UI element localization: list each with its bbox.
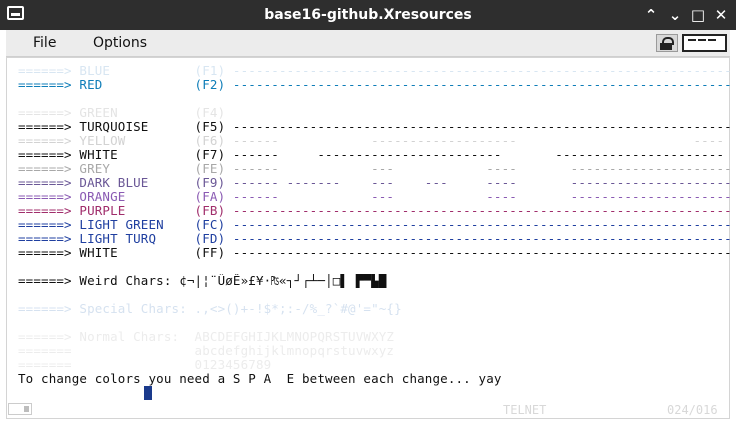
terminal-line: ======> RED (F2) -----------------------…: [18, 78, 733, 92]
terminal-line: [18, 92, 733, 106]
terminal-line: ======> Weird Chars: ¢¬|¦¨ÛøÊ»£¥·₧«┐┘┌┴─…: [18, 274, 387, 288]
terminal-line: [18, 316, 733, 330]
menu-file[interactable]: File: [33, 35, 57, 51]
terminal-cursor: [144, 386, 152, 400]
terminal-line: ======= 0123456789: [18, 358, 272, 372]
terminal-app-icon: [7, 6, 24, 20]
title-bar: base16-github.Xresources ⌃ ⌄ □ ✕: [0, 0, 736, 30]
window-title: base16-github.Xresources: [264, 7, 472, 23]
terminal-line: ======> TURQUOISE (F5) -----------------…: [18, 120, 733, 134]
terminal-line: ======> GREY (FE) ------ --- ---- ------…: [18, 162, 733, 176]
terminal-line: ======> WHITE (F7) ------ --------------…: [18, 148, 725, 162]
terminal-line: ======> DARK BLUE (F9) ------ ------- --…: [18, 176, 733, 190]
status-indicator-icon: [8, 403, 32, 415]
terminal-line: ======= abcdefghijklmnopqrstuvwxyz: [18, 344, 395, 358]
terminal-line: [18, 260, 733, 274]
terminal-line: ======> WHITE (FF) ---------------------…: [18, 246, 733, 260]
menu-options[interactable]: Options: [93, 35, 148, 51]
terminal-line: ======> ORANGE (FA) ------ --- ---- ----…: [18, 190, 733, 204]
terminal-line: ======> LIGHT TURQ (FD) ----------------…: [18, 232, 733, 246]
terminal-line: ======> YELLOW (F6) ------ -------------…: [18, 134, 725, 148]
terminal-line: ======> BLUE (F1) ----------------------…: [18, 64, 733, 78]
close-button[interactable]: ✕: [714, 6, 728, 24]
terminal-line: ======> Normal Chars: ABCDEFGHIJKLMNOPQR…: [18, 330, 395, 344]
keyboard-icon[interactable]: [682, 34, 727, 52]
terminal-line: ======> PURPLE (FB) --------------------…: [18, 204, 733, 218]
terminal-line: To change colors you need a S P A E betw…: [18, 372, 502, 386]
terminal-line: ======> Special Chars: .,<>()+-!$*;:-/%_…: [18, 302, 402, 316]
restore-button[interactable]: ⌄: [668, 6, 682, 24]
lock-icon[interactable]: [656, 34, 678, 52]
minimize-button[interactable]: ⌃: [644, 6, 658, 24]
menu-bar: File Options: [6, 30, 730, 57]
terminal-line: ======> LIGHT GREEN (FC) ---------------…: [18, 218, 733, 232]
status-position: 024/016: [667, 403, 718, 417]
terminal-screen[interactable]: ======> BLUE (F1) ----------------------…: [6, 57, 733, 419]
status-mode: TELNET: [503, 403, 547, 417]
terminal-line: ======> GREEN (F4): [18, 106, 226, 120]
terminal-line: [18, 288, 733, 302]
status-bar: TELNET 024/016: [8, 403, 728, 417]
maximize-button[interactable]: □: [690, 6, 706, 24]
